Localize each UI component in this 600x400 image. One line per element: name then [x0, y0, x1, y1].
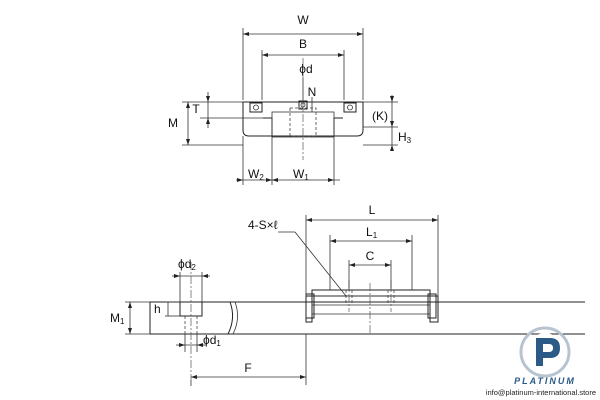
rail-left	[263, 117, 273, 136]
block-side	[305, 289, 439, 323]
label-S: 4-S×ℓ	[248, 218, 278, 232]
label-L1: L1	[366, 225, 378, 240]
label-C: C	[366, 249, 375, 263]
label-K: (K)	[372, 109, 388, 123]
block-outline	[242, 101, 364, 137]
label-H3: H3	[398, 130, 412, 145]
label-M1: M1	[110, 311, 125, 326]
label-T: T	[192, 102, 200, 116]
label-M: M	[168, 116, 178, 130]
label-W1: W1	[293, 167, 309, 182]
cross-section-view	[182, 28, 398, 185]
bolt-hole-left	[249, 102, 263, 113]
bolt-hole-right	[343, 102, 357, 113]
label-N: N	[308, 85, 317, 99]
label-W2: W2	[248, 167, 264, 182]
label-F: F	[244, 361, 251, 375]
platinum-logo	[519, 326, 571, 378]
label-d2: ϕd2	[178, 257, 196, 272]
label-W: W	[297, 13, 309, 27]
rail-right	[333, 117, 343, 136]
label-d1: ϕd1	[203, 333, 221, 348]
label-L: L	[369, 203, 376, 217]
site-address: info@platinum-international.store	[486, 388, 596, 397]
label-phi-d: ϕd	[299, 62, 312, 76]
label-h: h	[154, 302, 161, 316]
side-view	[125, 215, 585, 386]
label-B: B	[299, 37, 307, 51]
brand-name: PLATINUM	[514, 376, 576, 386]
